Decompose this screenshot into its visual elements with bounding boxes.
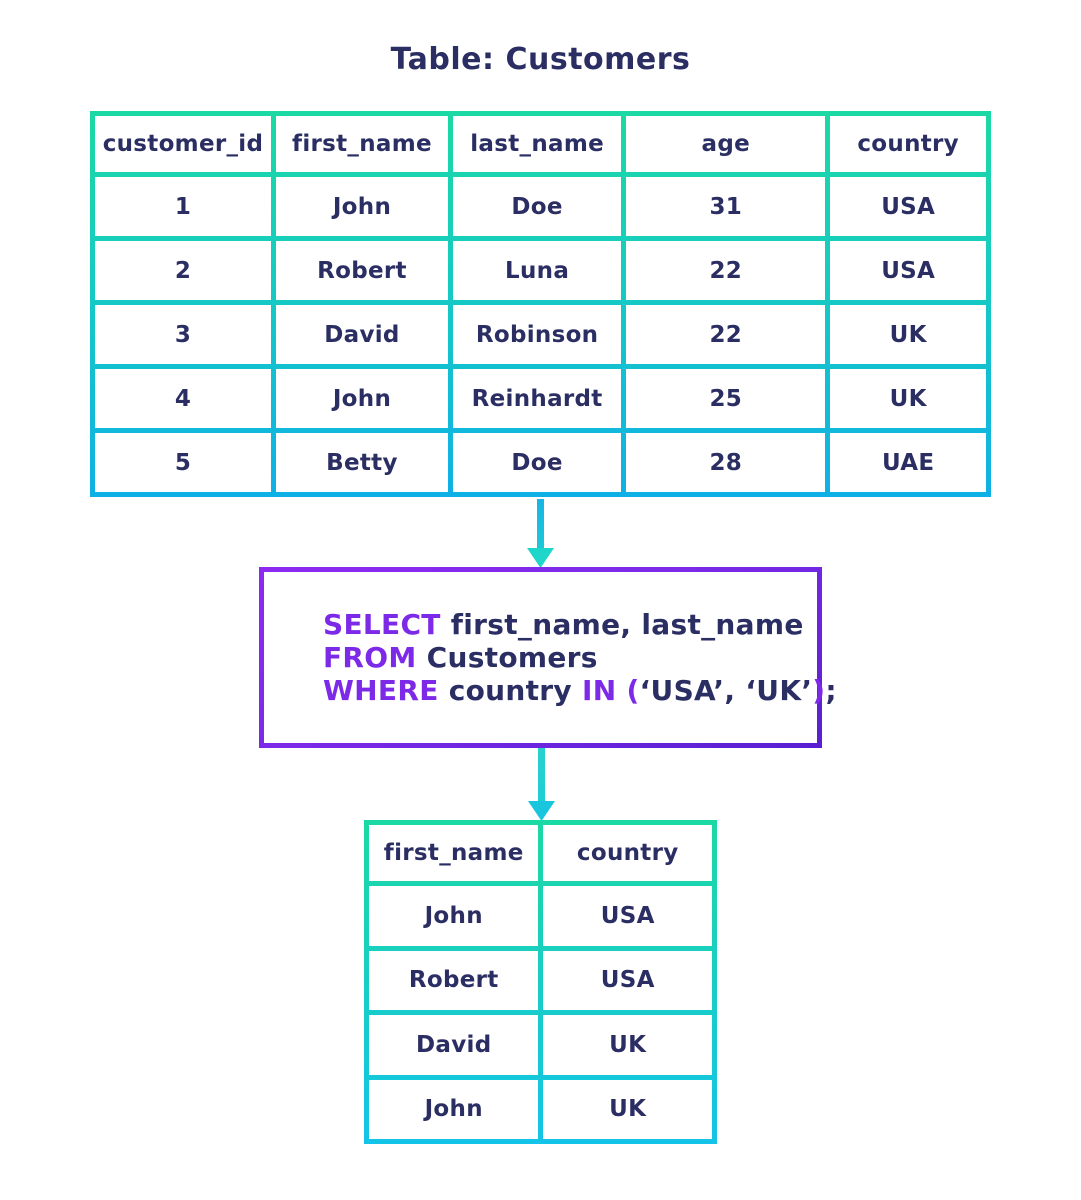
table-cell: Robert (275, 241, 448, 300)
sql-query-line: FROM Customers (323, 641, 817, 674)
arrow-head (527, 548, 554, 568)
table-cell: 5 (95, 433, 271, 492)
sql-query-line: SELECT first_name, last_name (323, 608, 817, 641)
sql-text: country (448, 674, 582, 707)
table-cell: Doe (453, 177, 622, 236)
sql-keyword: WHERE (323, 674, 449, 707)
result-table-body: John USA Robert USA David UK John UK (369, 886, 712, 1139)
table-cell: Doe (453, 433, 622, 492)
table-cell: John (369, 1079, 539, 1139)
sql-text: first_name, last_name (450, 608, 804, 641)
table-cell: UK (830, 305, 986, 364)
table-cell: 2 (95, 241, 271, 300)
table-cell: UK (543, 1015, 712, 1075)
table-cell: David (275, 305, 448, 364)
customers-table-header-row: customer_id first_name last_name age cou… (95, 116, 986, 172)
arrow-head (528, 801, 555, 821)
table-cell: John (369, 886, 539, 946)
arrow-shaft (538, 748, 545, 803)
table-cell: David (369, 1015, 539, 1075)
table-cell: Robinson (453, 305, 622, 364)
sql-keyword: FROM (323, 641, 427, 674)
sql-text: Customers (426, 641, 598, 674)
table-cell: USA (830, 241, 986, 300)
sql-text: ‘USA’, ‘UK’ (639, 674, 813, 707)
table-cell: John (275, 369, 448, 428)
header-cell: age (626, 116, 826, 172)
sql-keyword: SELECT (323, 608, 451, 641)
table-cell: Luna (453, 241, 622, 300)
table-cell: 28 (626, 433, 826, 492)
table-cell: 4 (95, 369, 271, 428)
header-cell: first_name (275, 116, 448, 172)
table-cell: 31 (626, 177, 826, 236)
page-title: Table: Customers (390, 42, 691, 77)
table-cell: USA (830, 177, 986, 236)
customers-table: customer_id first_name last_name age cou… (90, 111, 991, 497)
arrow-down-icon (527, 499, 554, 568)
table-cell: UK (830, 369, 986, 428)
sql-query-line: WHERE country IN (‘USA’, ‘UK’); (323, 674, 837, 707)
sql-keyword: ) (812, 674, 826, 707)
table-cell: UK (543, 1079, 712, 1139)
header-cell: first_name (369, 825, 539, 881)
customers-table-body: 1 John Doe 31 USA 2 Robert Luna 22 USA 3 (95, 177, 986, 492)
table-cell: 1 (95, 177, 271, 236)
header-cell: customer_id (95, 116, 271, 172)
table-cell: Betty (275, 433, 448, 492)
table-cell: Robert (369, 950, 539, 1010)
sql-keyword: ( (626, 674, 640, 707)
result-table-header-row: first_name country (369, 825, 712, 881)
arrow-shaft (537, 499, 544, 550)
table-cell: 22 (626, 241, 826, 300)
table-cell: John (275, 177, 448, 236)
table-cell: USA (543, 950, 712, 1010)
header-cell: last_name (453, 116, 622, 172)
header-cell: country (543, 825, 712, 881)
table-cell: Reinhardt (453, 369, 622, 428)
result-table: first_name country John USA Robert USA D… (364, 820, 717, 1144)
sql-keyword: IN (581, 674, 627, 707)
table-cell: 3 (95, 305, 271, 364)
table-cell: UAE (830, 433, 986, 492)
table-cell: 22 (626, 305, 826, 364)
header-cell: country (830, 116, 986, 172)
table-cell: 25 (626, 369, 826, 428)
sql-text: ; (825, 674, 837, 707)
arrow-down-icon (528, 748, 555, 821)
table-cell: USA (543, 886, 712, 946)
